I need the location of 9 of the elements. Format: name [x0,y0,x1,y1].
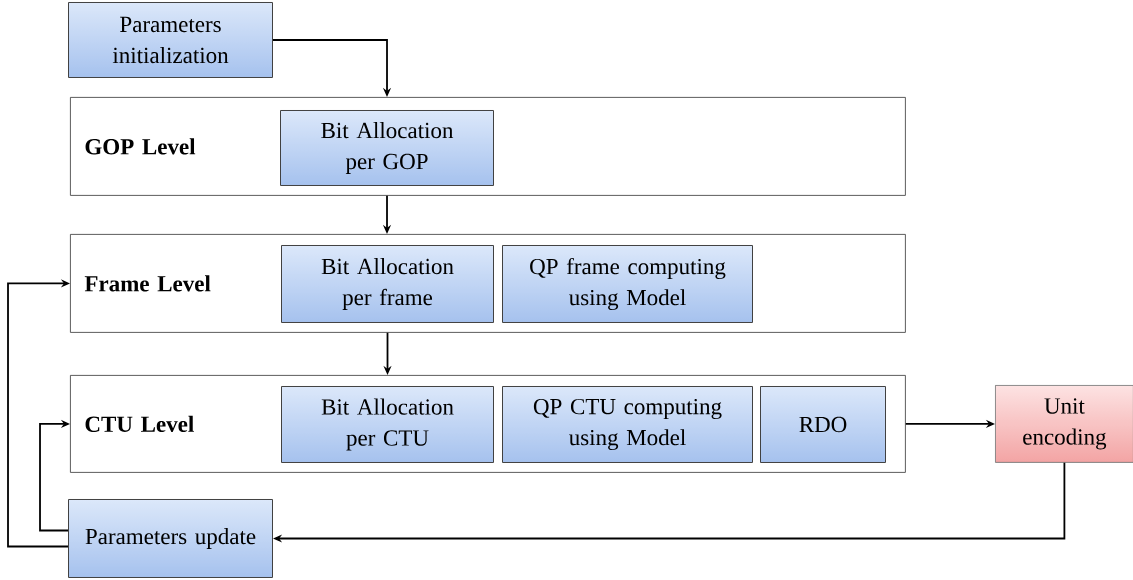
process-box: Bit Allocation per CTU [281,386,494,463]
process-box: Parameters update [68,499,273,578]
process-box: QP frame computing using Model [502,245,753,323]
process-box: Bit Allocation per GOP [280,110,494,186]
process-box: RDO [760,386,886,463]
process-box: Bit Allocation per frame [281,245,494,323]
process-box: QP CTU computing using Model [502,386,753,463]
process-box: Unit encoding [995,385,1133,463]
process-box: Parameters initialization [68,2,273,78]
